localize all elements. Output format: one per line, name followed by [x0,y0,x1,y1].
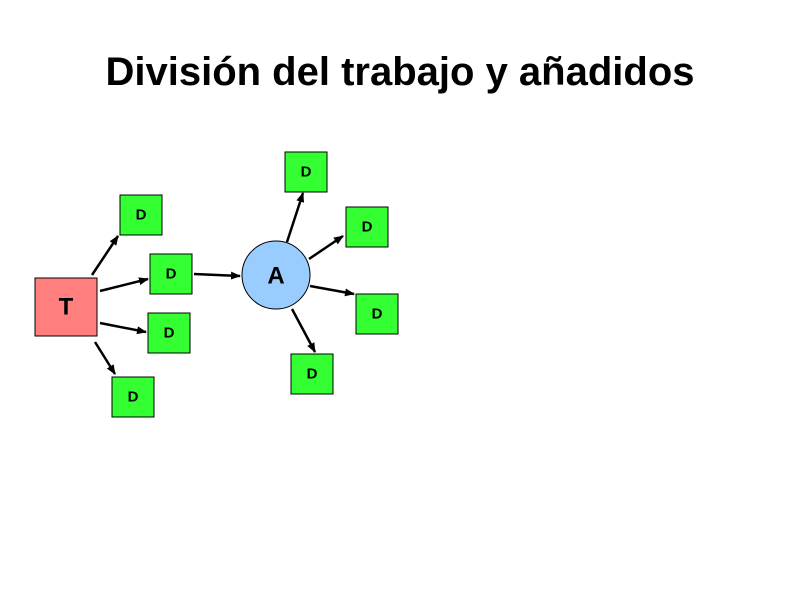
aggregator-node: A [241,240,311,310]
edges-from-aggregator [285,192,355,353]
division-node-label: D [164,325,175,342]
edge-aggregator-to-division-upper-right [308,234,344,261]
division-node: D [111,376,155,418]
division-node-label: D [166,266,177,283]
division-node-label: D [307,366,318,383]
division-node: D [345,206,389,248]
edges-from-task [90,235,149,375]
division-node: D [119,194,163,236]
edge-aggregator-to-division-right [309,284,355,297]
division-node: D [290,353,334,395]
edge-aggregator-to-division-top [285,192,305,243]
division-node: D [355,293,399,335]
edge-task-to-division-bottom [93,341,117,375]
division-node: D [149,253,193,295]
aggregator-node-label: A [267,263,284,290]
division-nodes-from-aggregator: D D D D [284,151,399,395]
edge-aggregator-to-division-bottom [290,308,317,353]
division-node: D [284,151,328,193]
division-node-label: D [362,219,373,236]
slide-title: División del trabajo y añadidos [105,50,695,94]
aggregator-node-circle [241,240,311,310]
division-nodes-from-task: D D D D [111,194,193,418]
division-node-label: D [372,306,383,323]
division-node-label: D [128,389,139,406]
division-node-label: D [301,164,312,181]
division-node: D [147,312,191,354]
task-node-label: T [59,294,74,321]
edge-division-to-aggregator [193,271,241,280]
division-node-label: D [136,207,147,224]
edge-task-to-division-lower [99,321,147,335]
edge-task-to-division-center [99,277,149,293]
edge-task-to-division-upper [90,235,120,276]
task-node-box [34,277,98,337]
task-node: T [34,277,98,337]
